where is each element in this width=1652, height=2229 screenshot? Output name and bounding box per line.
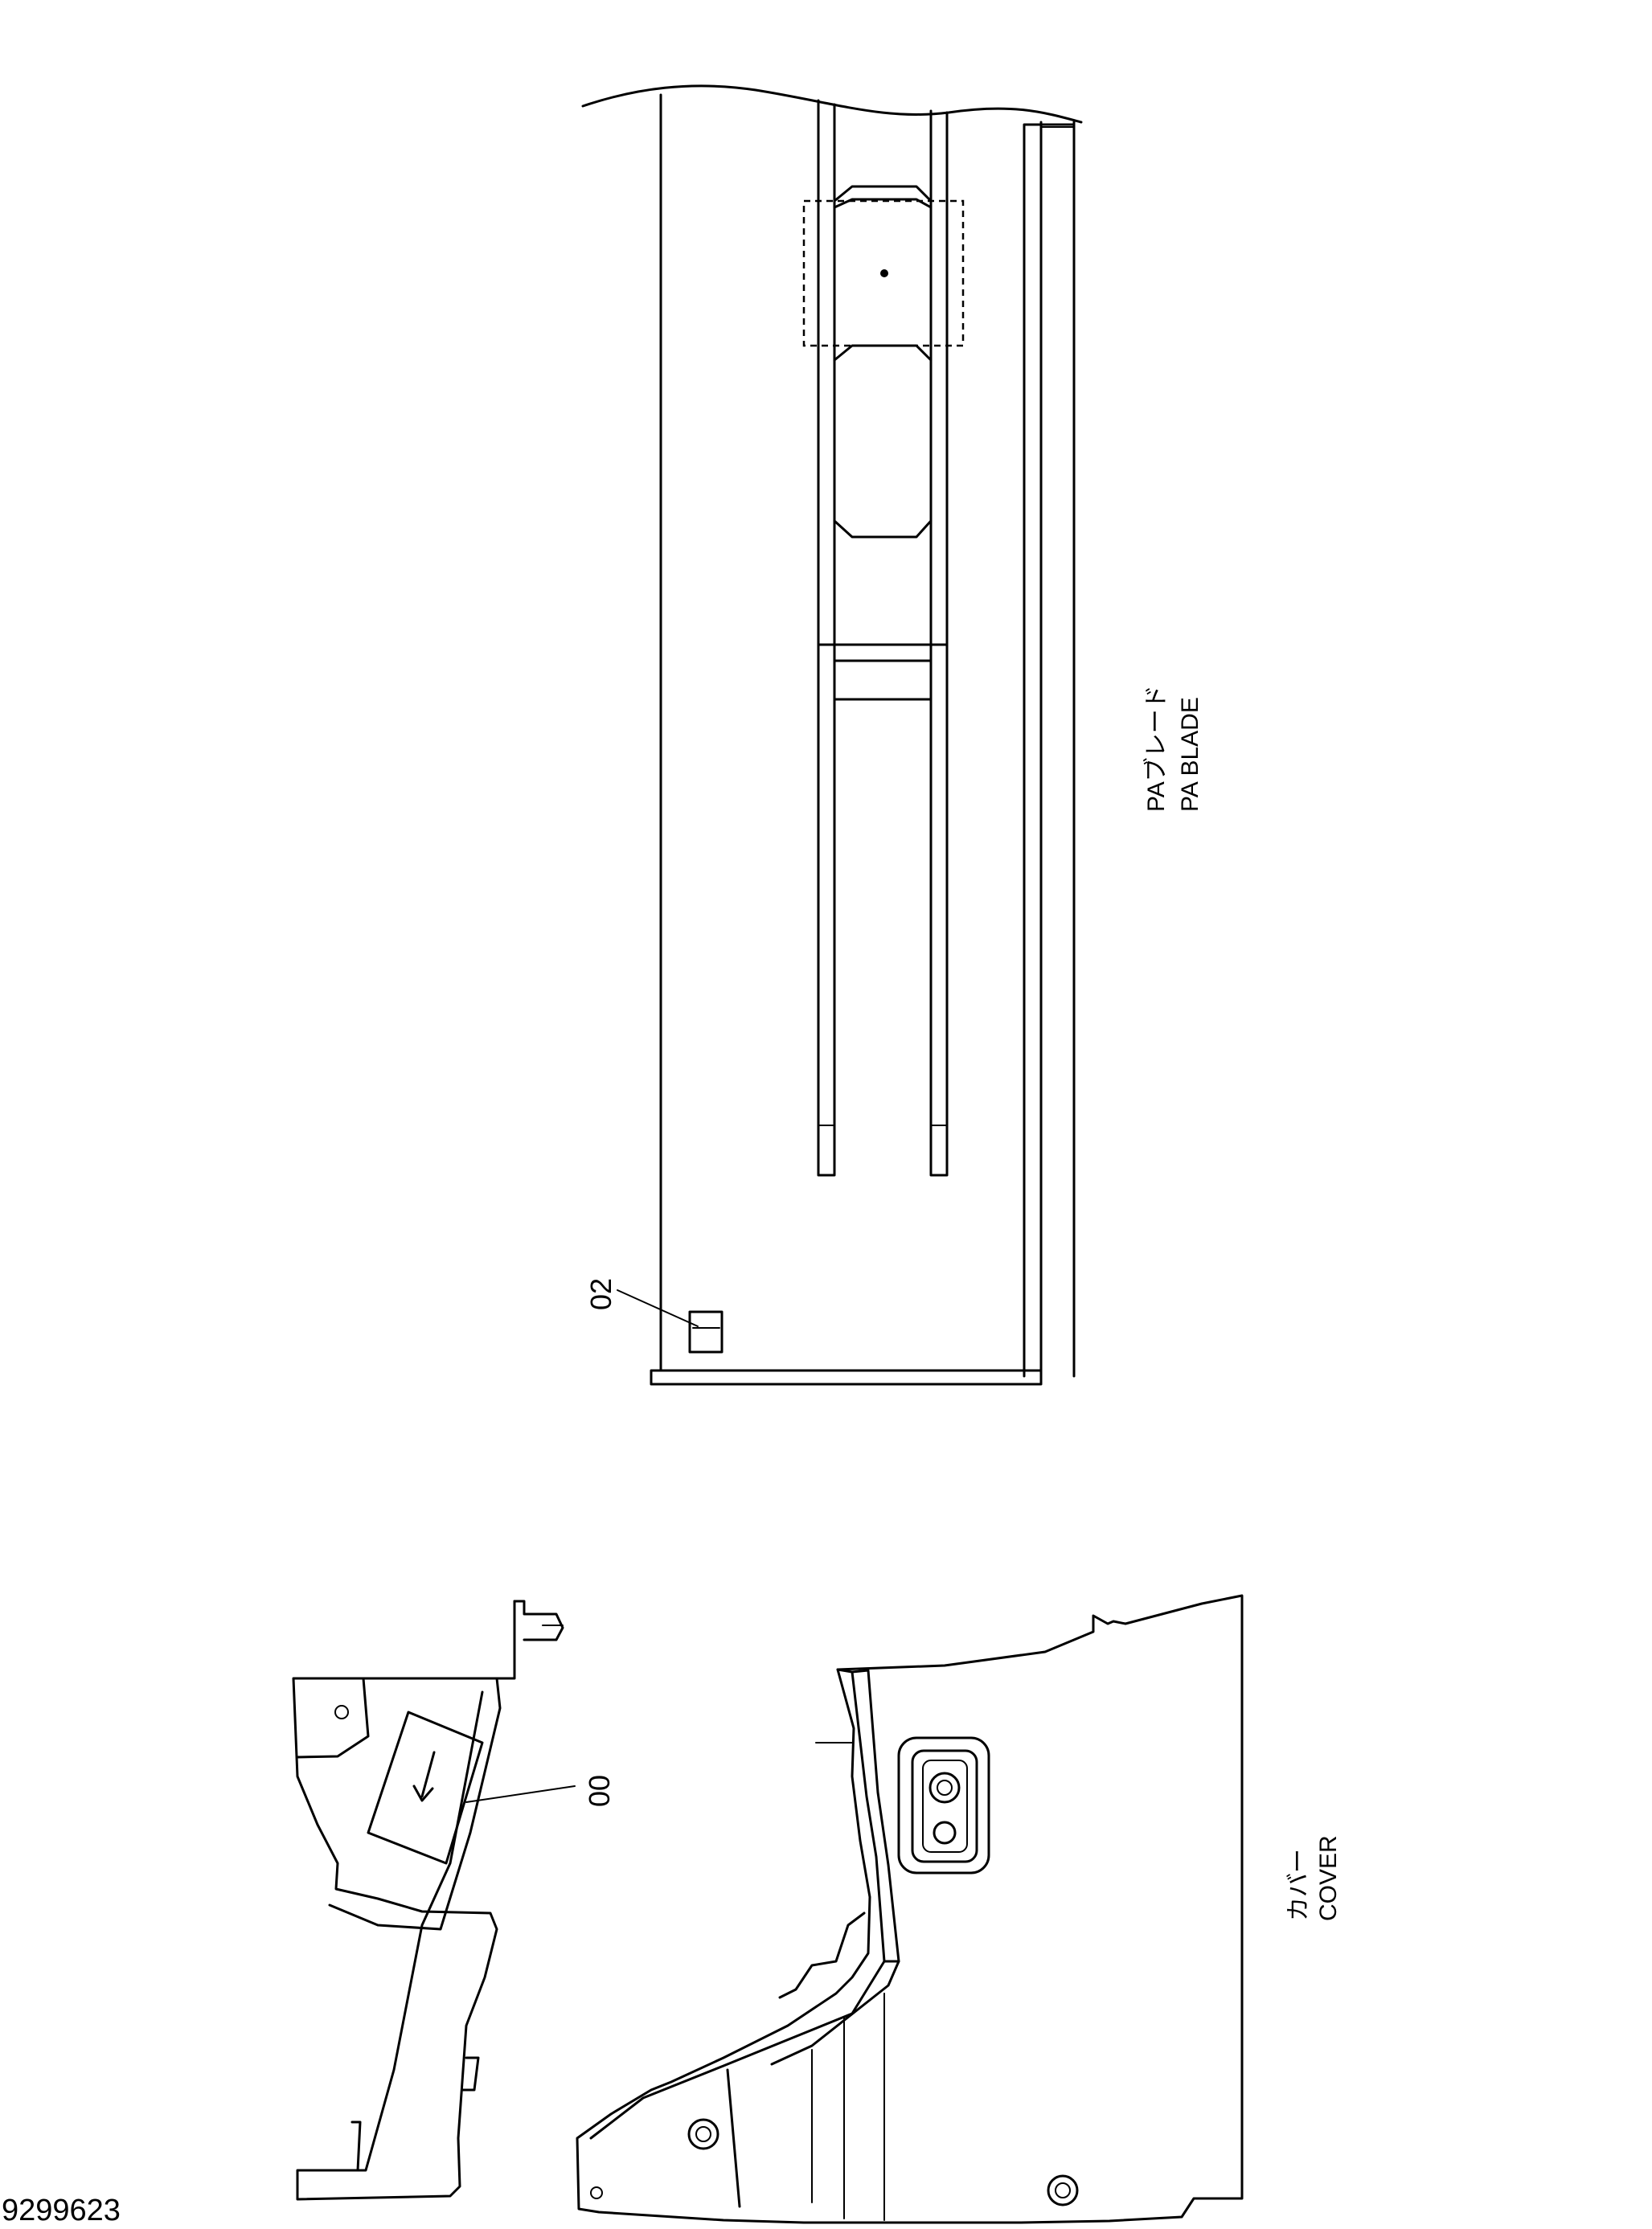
callout-02: 02 bbox=[584, 1278, 617, 1310]
upper-bracket-inner bbox=[833, 198, 933, 209]
decal-00-arrow-shaft bbox=[420, 1751, 436, 1798]
right-cover-contour-front bbox=[726, 2068, 741, 2208]
latch-outer bbox=[897, 1736, 990, 1875]
callout-00: 00 bbox=[583, 1775, 616, 1807]
left-cover-clip bbox=[461, 2056, 480, 2092]
leader-02 bbox=[617, 1289, 699, 1327]
left-cover-hole bbox=[334, 1705, 349, 1719]
pa-blade-label-en: PA BLADE bbox=[1177, 697, 1203, 812]
blade-base-plate bbox=[650, 1369, 1043, 1386]
right-cover-inner-fold bbox=[589, 1668, 886, 2140]
cover-drawing-left: 00 bbox=[292, 1600, 616, 2201]
decal-00-arrow-head bbox=[412, 1784, 434, 1802]
bolt-right bbox=[1047, 2174, 1079, 2206]
decal-00 bbox=[367, 1711, 484, 1865]
right-cover-inner-edge bbox=[851, 1669, 900, 1963]
left-cover-fold bbox=[328, 1677, 502, 1931]
upper-bracket bbox=[833, 185, 933, 203]
leader-00 bbox=[465, 1785, 576, 1803]
left-cover-tab bbox=[513, 1600, 564, 1641]
blade-outline bbox=[659, 93, 1076, 1378]
lower-bracket bbox=[833, 344, 933, 362]
bolt-left-inner bbox=[695, 2126, 711, 2142]
right-cover-contour-lines bbox=[811, 1993, 885, 2221]
drawing-number: 9299623 bbox=[2, 2194, 121, 2227]
clamp-bolt-hole bbox=[880, 269, 888, 277]
crossbar bbox=[817, 643, 949, 701]
left-cover-outline bbox=[292, 1600, 516, 2201]
latch-knob-upper-inner bbox=[937, 1780, 953, 1796]
cover-label-en: COVER bbox=[1315, 1835, 1342, 1921]
right-cover-step bbox=[778, 1911, 866, 1999]
latch-core bbox=[922, 1760, 968, 1853]
left-cover-inner-panel bbox=[296, 1677, 370, 1759]
left-cover-lower-edge bbox=[328, 1690, 484, 2172]
lower-bracket-bottom bbox=[833, 519, 933, 539]
pa-blade-drawing: 02 PAブレード PA BLADE bbox=[581, 84, 1203, 1386]
left-cover-slot bbox=[350, 2120, 362, 2172]
right-rail bbox=[929, 109, 949, 1177]
cover-drawing-right: カバー COVER bbox=[576, 1594, 1342, 2224]
left-rail bbox=[817, 99, 836, 1177]
decal-02 bbox=[688, 1310, 724, 1354]
bolt-left bbox=[687, 2118, 719, 2150]
right-cover-outline bbox=[576, 1594, 1244, 2224]
break-line bbox=[581, 84, 1083, 124]
latch-knob-lower bbox=[933, 1821, 957, 1845]
bolt-right-inner bbox=[1055, 2182, 1071, 2198]
pa-blade-label-jp: PAブレード bbox=[1143, 685, 1170, 812]
latch-knob-upper bbox=[928, 1772, 961, 1804]
small-hole bbox=[590, 2186, 603, 2199]
right-cover-edge-2 bbox=[770, 1960, 900, 2066]
latch-inner bbox=[911, 1749, 978, 1863]
cover-label-jp: カバー bbox=[1285, 1849, 1312, 1921]
